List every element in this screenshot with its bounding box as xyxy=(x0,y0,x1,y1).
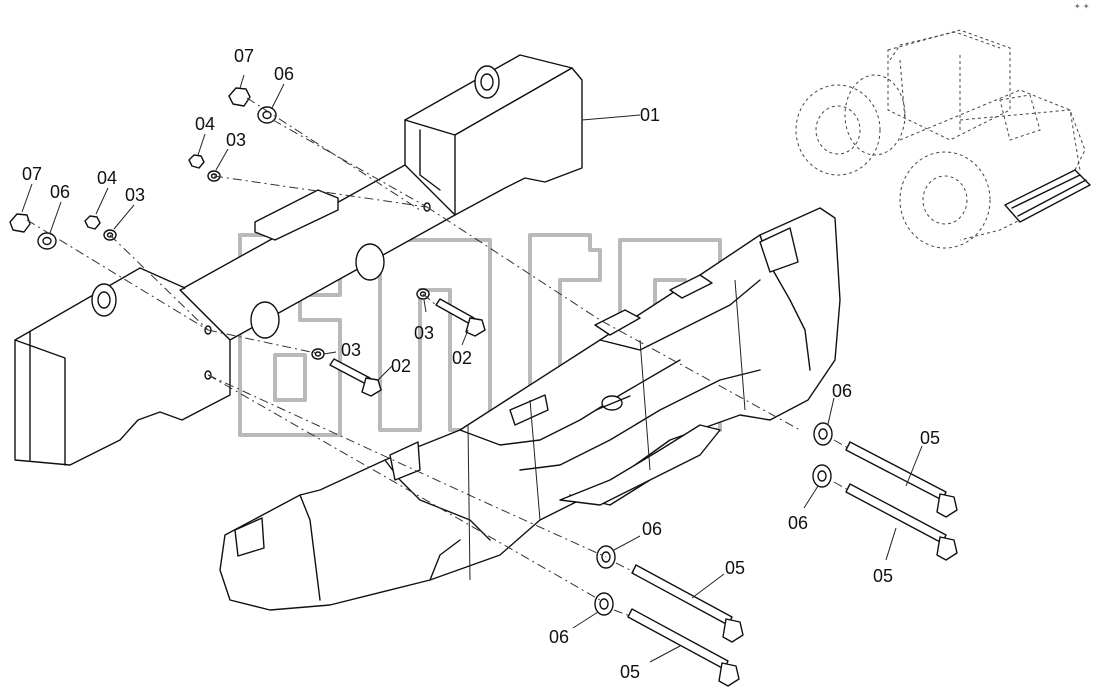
callout-04-top: 04 xyxy=(195,114,215,134)
callout-06-left: 06 xyxy=(50,182,70,202)
callout-07-left: 07 xyxy=(22,164,42,184)
callout-05-center-top: 05 xyxy=(725,558,745,578)
hardware-lower xyxy=(594,422,958,687)
callout-06-center-bottom: 06 xyxy=(549,627,569,647)
callout-06-right-bottom: 06 xyxy=(788,513,808,533)
callout-03-top: 03 xyxy=(226,130,246,150)
hardware-upper xyxy=(9,87,486,397)
callout-05-right-top: 05 xyxy=(920,428,940,448)
callout-05-center-bottom: 05 xyxy=(620,662,640,682)
callout-01: 01 xyxy=(640,105,660,125)
corner-mark: ✦ ✦ xyxy=(1074,2,1090,11)
callout-02-middle: 02 xyxy=(452,348,472,368)
assembly-lines xyxy=(26,97,849,617)
callout-07-top: 07 xyxy=(234,46,254,66)
callout-02-lower: 02 xyxy=(391,356,411,376)
callout-03-left: 03 xyxy=(125,185,145,205)
callout-06-top: 06 xyxy=(274,64,294,84)
callout-03-lower: 03 xyxy=(341,340,361,360)
callout-labels: 01 07 06 04 03 07 06 04 03 03 02 03 02 0… xyxy=(22,46,940,682)
callout-06-right-top: 06 xyxy=(832,381,852,401)
lower-counterweight xyxy=(219,207,841,611)
callout-03-middle: 03 xyxy=(414,323,434,343)
callout-04-left: 04 xyxy=(97,168,117,188)
callout-05-right-bottom: 05 xyxy=(873,566,893,586)
leader-lines xyxy=(21,74,923,663)
counterweight-part-01 xyxy=(14,54,583,466)
tractor-overview xyxy=(795,29,1091,249)
callout-06-center-top: 06 xyxy=(642,519,662,539)
